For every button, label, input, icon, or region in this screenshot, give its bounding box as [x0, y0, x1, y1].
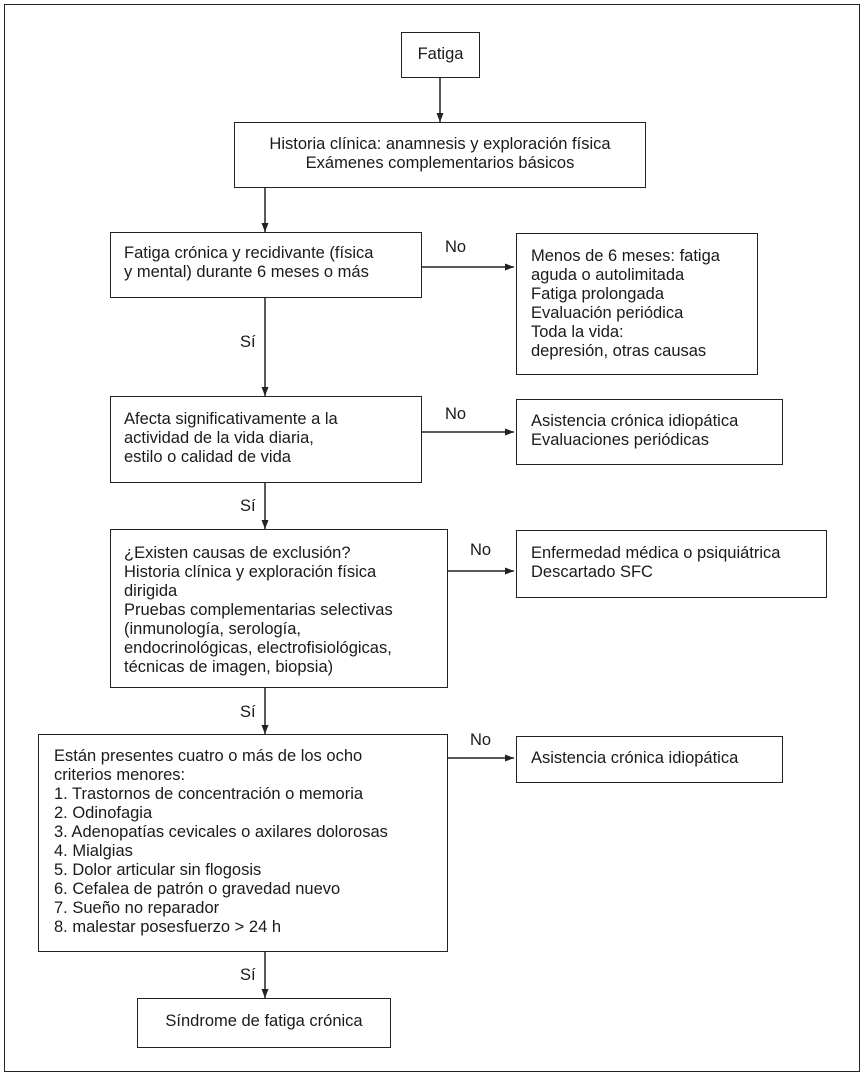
- box-historia-line: Historia clínica: anamnesis y exploració…: [269, 135, 611, 153]
- label-no-1: No: [445, 238, 467, 256]
- box-historia-line: Exámenes complementarios básicos: [305, 154, 575, 172]
- box-afecta-line: actividad de la vida diaria,: [124, 429, 314, 447]
- box-criterios-line: criterios menores:: [54, 766, 186, 784]
- box-menos6-line: Evaluación periódica: [531, 304, 684, 322]
- box-sindrome-line: Síndrome de fatiga crónica: [165, 1012, 363, 1030]
- box-criterios-line: 2. Odinofagia: [54, 804, 153, 822]
- box-fatiga-line: Fatiga: [417, 45, 464, 63]
- box-criterios-line: 4. Mialgias: [54, 842, 133, 860]
- label-si-1: Sí: [240, 333, 256, 351]
- box-exclusion-line: endocrinológicas, electrofisiológicas,: [124, 639, 392, 657]
- box-exclusion-line: Pruebas complementarias selectivas: [124, 601, 393, 619]
- box-afecta-line: estilo o calidad de vida: [124, 448, 291, 466]
- box-menos6-line: Menos de 6 meses: fatiga: [531, 247, 720, 265]
- box-cronica-line: y mental) durante 6 meses o más: [124, 263, 369, 281]
- box-exclusion-line: Historia clínica y exploración física: [124, 563, 377, 581]
- box-menos6-line: Fatiga prolongada: [531, 285, 665, 303]
- box-exclusion-line: (inmunología, serología,: [124, 620, 302, 638]
- box-criterios-line: 6. Cefalea de patrón o gravedad nuevo: [54, 880, 341, 898]
- box-exclusion: ¿Existen causas de exclusión? Historia c…: [110, 529, 448, 688]
- box-exclusion-line: ¿Existen causas de exclusión?: [124, 544, 351, 562]
- label-no-4: No: [470, 731, 492, 749]
- box-menos6-line: Toda la vida:: [531, 323, 624, 341]
- box-menos-6-meses: Menos de 6 meses: fatiga aguda o autolim…: [516, 233, 758, 375]
- box-asistencia-evaluaciones: Asistencia crónica idiopática Evaluacion…: [516, 399, 783, 465]
- box-criterios-line: 1. Trastornos de concentración o memoria: [54, 785, 364, 803]
- box-asistencia2-line: Asistencia crónica idiopática: [531, 749, 739, 767]
- box-fatiga: Fatiga: [401, 32, 480, 78]
- label-si-4: Sí: [240, 966, 256, 984]
- box-criterios-line: 3. Adenopatías cevicales o axilares dolo…: [54, 823, 388, 841]
- box-enfermedad-line: Descartado SFC: [531, 563, 653, 581]
- box-sindrome: Síndrome de fatiga crónica: [137, 998, 391, 1048]
- box-asistencia-idiopatica: Asistencia crónica idiopática: [516, 736, 783, 783]
- box-enfermedad-line: Enfermedad médica o psiquiátrica: [531, 544, 781, 562]
- label-no-2: No: [445, 405, 467, 423]
- box-asistencia1-line: Asistencia crónica idiopática: [531, 412, 739, 430]
- box-menos6-line: aguda o autolimitada: [531, 266, 685, 284]
- diagram-frame: [4, 4, 860, 1072]
- box-afecta-line: Afecta significativamente a la: [124, 410, 338, 428]
- box-exclusion-line: técnicas de imagen, biopsia): [124, 658, 334, 676]
- box-criterios-line: 7. Sueño no reparador: [54, 899, 220, 917]
- label-si-3: Sí: [240, 703, 256, 721]
- box-asistencia1-line: Evaluaciones periódicas: [531, 431, 709, 449]
- box-enfermedad: Enfermedad médica o psiquiátrica Descart…: [516, 530, 827, 598]
- box-criterios-line: 8. malestar posesfuerzo > 24 h: [54, 918, 282, 936]
- box-criterios: Están presentes cuatro o más de los ocho…: [38, 734, 448, 952]
- box-cronica-line: Fatiga crónica y recidivante (física: [124, 244, 374, 262]
- box-criterios-line: Están presentes cuatro o más de los ocho: [54, 747, 363, 765]
- box-afecta: Afecta significativamente a la actividad…: [110, 396, 422, 483]
- box-fatiga-cronica: Fatiga crónica y recidivante (física y m…: [110, 232, 422, 298]
- label-si-2: Sí: [240, 497, 256, 515]
- box-historia-clinica: Historia clínica: anamnesis y exploració…: [234, 122, 646, 188]
- label-no-3: No: [470, 541, 492, 559]
- box-exclusion-line: dirigida: [124, 582, 178, 600]
- box-criterios-line: 5. Dolor articular sin flogosis: [54, 861, 262, 879]
- box-menos6-line: depresión, otras causas: [531, 342, 707, 360]
